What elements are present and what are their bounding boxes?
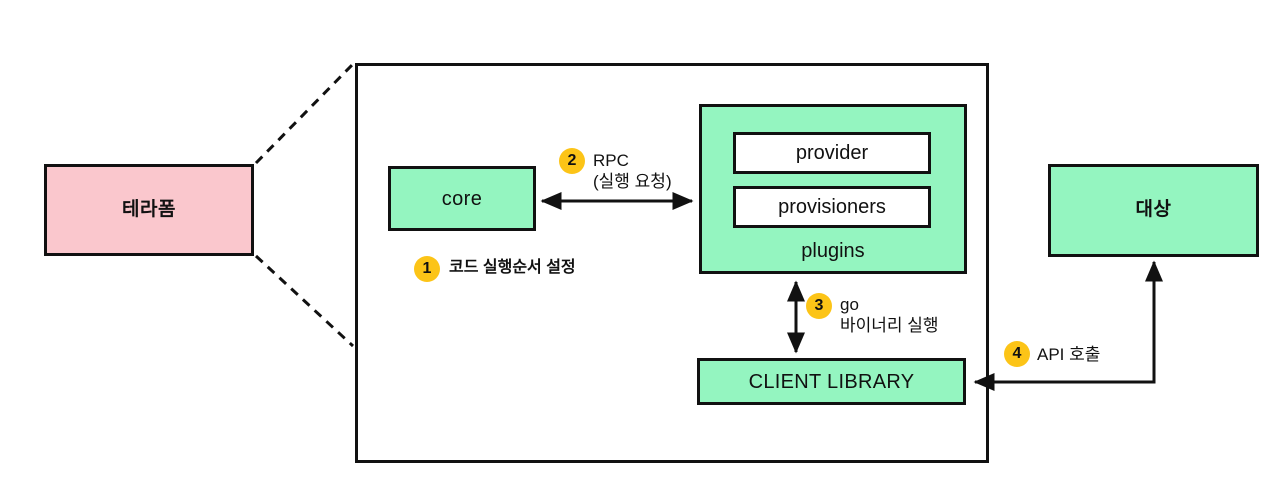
step-badge-4: 4: [1004, 341, 1030, 367]
client-library-node[interactable]: CLIENT LIBRARY: [697, 358, 966, 405]
terraform-label: 테라폼: [122, 198, 176, 220]
step-label-2: RPC (실행 요청): [593, 151, 672, 192]
step-label-3: go 바이너리 실행: [840, 295, 939, 336]
plugins-node[interactable]: provider provisioners plugins: [699, 104, 967, 274]
dashed-expander-bottom: [254, 254, 355, 348]
core-node[interactable]: core: [388, 166, 536, 231]
terraform-internals-container: [355, 63, 989, 463]
client-library-label: CLIENT LIBRARY: [748, 370, 915, 393]
step-label-4: API 호출: [1037, 345, 1101, 364]
step-label-1: 코드 실행순서 설정: [449, 259, 576, 276]
terraform-node[interactable]: 테라폼: [44, 164, 254, 256]
plugins-label: plugins: [801, 240, 865, 262]
step-badge-2: 2: [559, 148, 585, 174]
provider-node[interactable]: provider: [733, 132, 931, 174]
provisioners-label: provisioners: [778, 195, 886, 218]
step-badge-3: 3: [806, 293, 832, 319]
provider-label: provider: [795, 141, 869, 164]
target-label: 대상: [1135, 199, 1172, 221]
provisioners-node[interactable]: provisioners: [733, 186, 931, 228]
core-label: core: [441, 187, 483, 210]
dashed-expander-top: [254, 62, 355, 165]
target-node[interactable]: 대상: [1048, 164, 1259, 257]
step-badge-1: 1: [414, 256, 440, 282]
